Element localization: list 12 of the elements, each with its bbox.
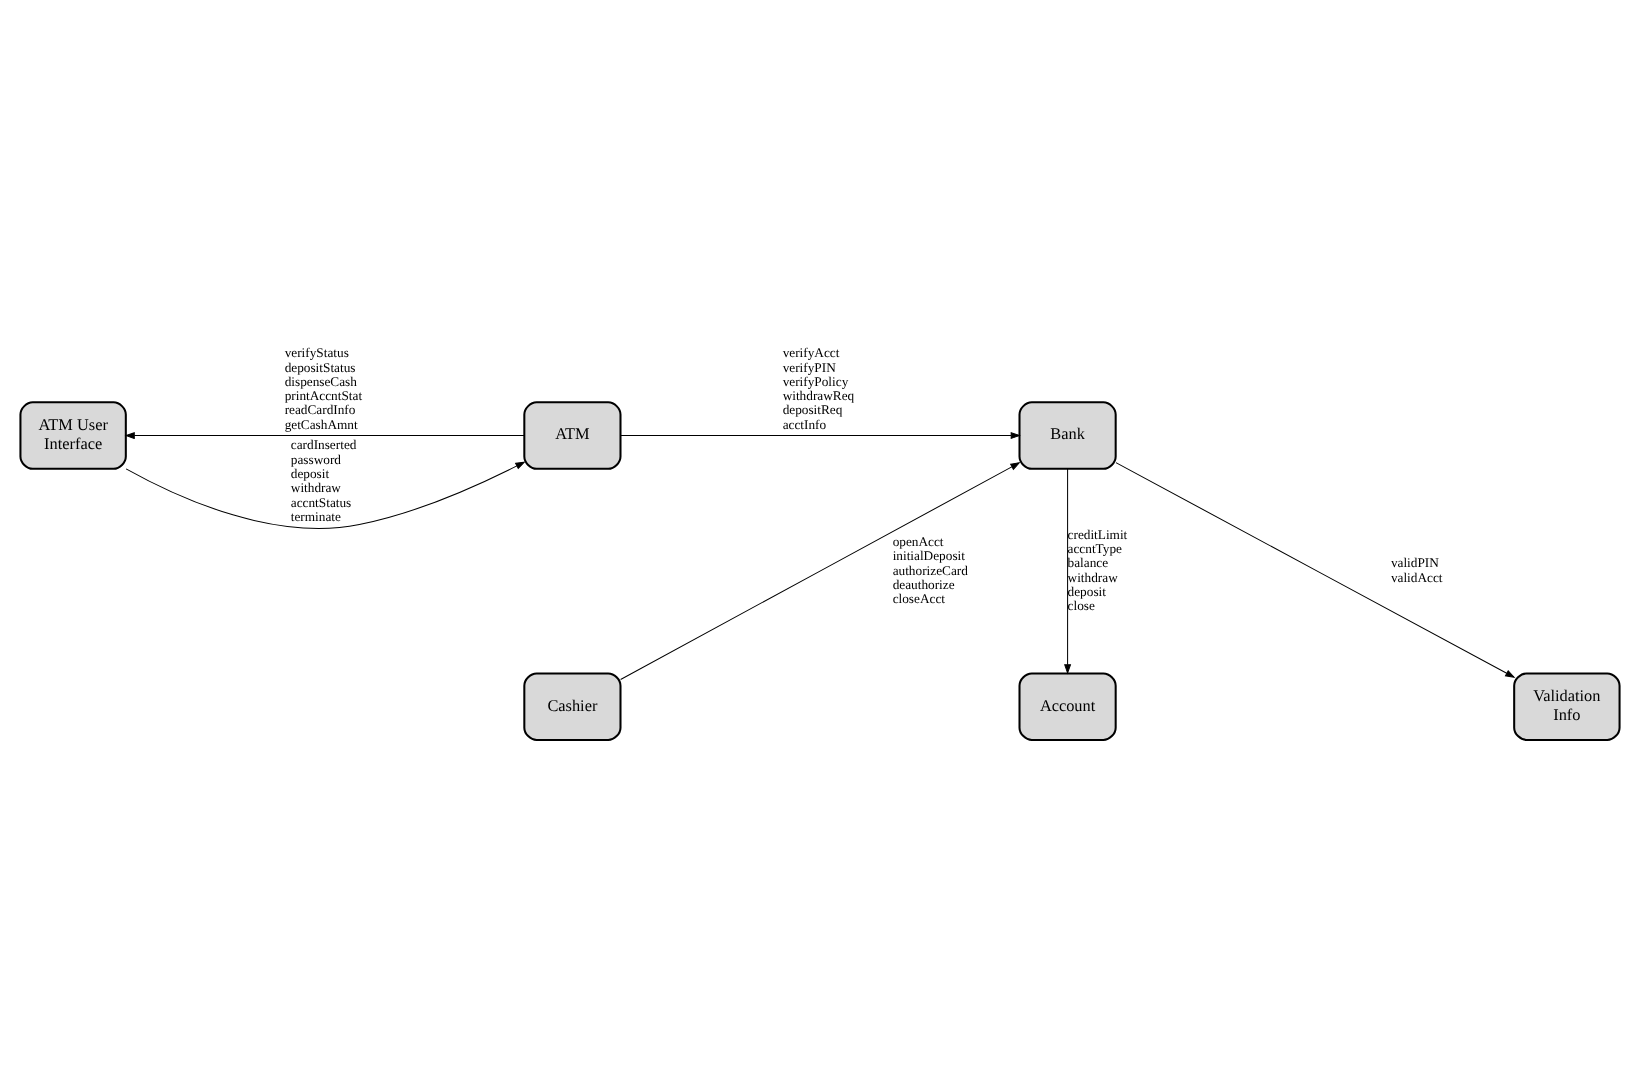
node-box: Account — [1018, 672, 1117, 741]
node-box: Bank — [1018, 401, 1117, 470]
arrow — [125, 461, 526, 529]
arrow — [620, 431, 1021, 440]
arrow — [620, 462, 1021, 680]
arrow — [124, 431, 525, 440]
arrow — [1115, 462, 1516, 678]
arrow — [1064, 468, 1072, 675]
node-box: ATM User Interface — [19, 401, 127, 470]
node-box: Validation Info — [1513, 672, 1621, 741]
node-box: ATM — [523, 401, 622, 470]
node-box: Cashier — [523, 672, 622, 741]
